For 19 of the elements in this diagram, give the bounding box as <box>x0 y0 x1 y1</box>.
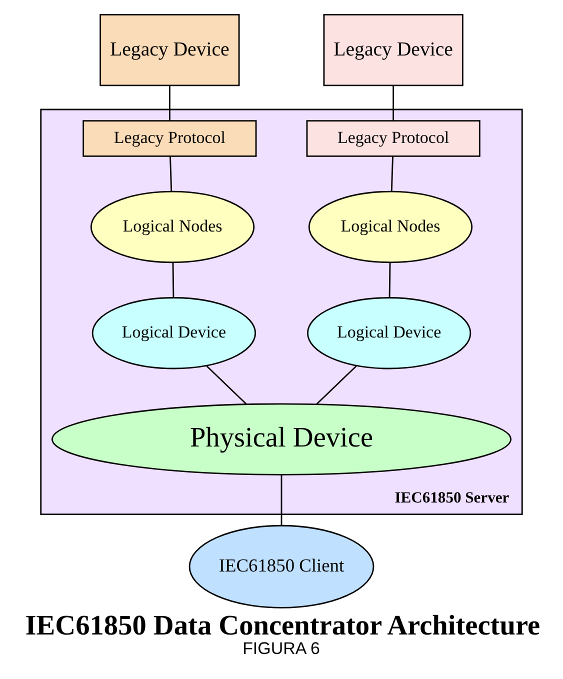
connector <box>390 156 394 192</box>
connector <box>206 366 247 404</box>
connector <box>392 86 394 120</box>
node-box: Legacy Protocol <box>82 120 257 157</box>
node-ellipse: Logical Device <box>306 297 472 370</box>
connector <box>280 474 282 526</box>
connector <box>388 262 391 298</box>
connector <box>172 262 174 298</box>
node-ellipse: IEC61850 Client <box>188 524 374 608</box>
node-box: Legacy Protocol <box>306 120 480 157</box>
node-ellipse: Logical Device <box>92 297 256 370</box>
node-box: Legacy Device <box>323 14 464 86</box>
node-ellipse: Physical Device <box>52 403 512 476</box>
connector <box>168 86 170 120</box>
node-box: Legacy Device <box>100 14 240 86</box>
connector <box>170 156 172 192</box>
node-ellipse: Logical Nodes <box>308 190 473 264</box>
node-ellipse: Logical Nodes <box>90 190 255 264</box>
connector <box>316 366 357 404</box>
